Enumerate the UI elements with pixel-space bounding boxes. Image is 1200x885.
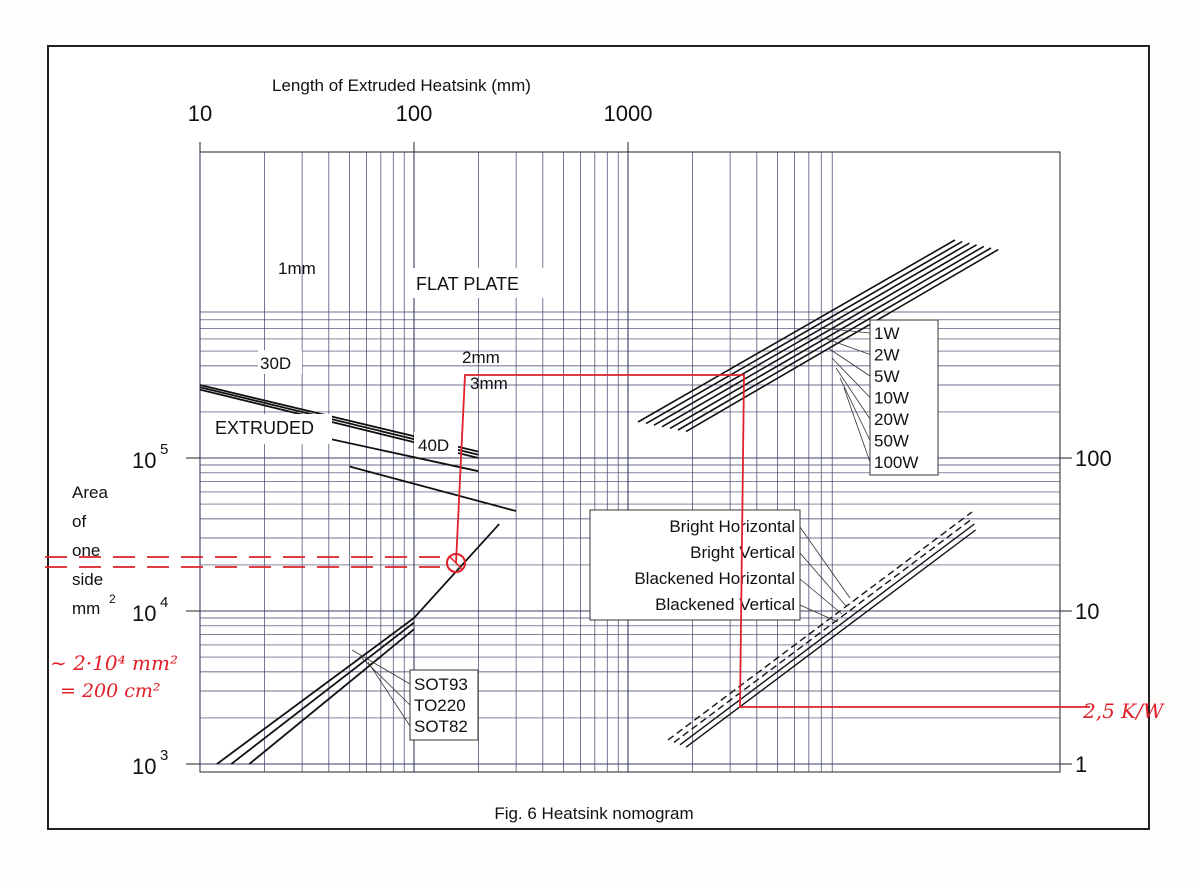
series-label: 1mm (278, 259, 316, 278)
power-line (653, 242, 970, 426)
leader-line (819, 327, 871, 334)
left-axis-label-line: side (72, 570, 103, 589)
region-label-extruded: EXTRUDED (215, 418, 314, 438)
power-line (637, 239, 956, 423)
area-reading: ∼ 2·10⁴ mm² (50, 651, 178, 675)
power-label: 5W (874, 367, 900, 386)
finish-label: Blackened Horizontal (634, 569, 795, 588)
power-line (661, 244, 978, 428)
package-label: SOT82 (414, 717, 468, 736)
package-label-box (409, 669, 479, 741)
left-axis-label-line: Area (72, 483, 108, 502)
package-label: TO220 (414, 696, 466, 715)
red-construction-line (455, 374, 1090, 708)
top-axis-label: Length of Extruded Heatsink (mm) (272, 76, 531, 95)
finish-label-box (589, 509, 801, 621)
label-backdrop (414, 432, 458, 456)
top-axis-tick-label: 100 (396, 101, 433, 126)
finish-label: Blackened Vertical (655, 595, 795, 614)
left-axis-tick-base: 10 (132, 601, 156, 626)
labels-layer: Length of Extruded Heatsink (mm) 10 100 100… (72, 76, 1112, 823)
leader-line (823, 337, 871, 355)
left-axis-tick-exp: 4 (160, 594, 168, 611)
top-axis-tick-label: 1000 (604, 101, 653, 126)
left-axis-tick-exp: 5 (160, 441, 168, 458)
package-line-SOT82 (248, 628, 415, 765)
label-backdrop (208, 414, 332, 444)
top-axis-tick-label: 10 (188, 101, 212, 126)
power-label: 50W (874, 432, 909, 451)
finish-line (685, 529, 977, 748)
package-line-SOT93 (216, 523, 500, 765)
power-label: 10W (874, 389, 909, 408)
leader-line (799, 604, 839, 623)
annotation-layer: ∼ 2·10⁴ mm² = 200 cm² 2,5 K/W (45, 374, 1165, 723)
finish-line (667, 511, 973, 741)
power-line (677, 247, 992, 431)
right-axis-tick-label: 100 (1075, 446, 1112, 471)
extruded-line-40D (349, 465, 517, 512)
leader-line (799, 526, 851, 599)
power-line (645, 240, 963, 425)
red-circle (446, 553, 466, 573)
leader-line (839, 377, 871, 441)
package-label: SOT93 (414, 675, 468, 694)
result-reading: 2,5 K/W (1082, 699, 1165, 723)
left-axis-tick-base: 10 (132, 754, 156, 779)
figure-caption: Fig. 6 Heatsink nomogram (494, 804, 693, 823)
power-label: 1W (874, 324, 900, 343)
leader-line (843, 387, 871, 463)
left-axis-label-unit: mm (72, 599, 100, 618)
power-line (685, 248, 999, 433)
power-label-box (869, 319, 939, 476)
leader-line (359, 655, 411, 706)
power-label: 20W (874, 410, 909, 429)
series-layer (199, 239, 999, 765)
series-label: 2mm (462, 348, 500, 367)
leader-line (835, 367, 871, 420)
region-label-flat-plate: FLAT PLATE (416, 274, 519, 294)
leader-line (351, 649, 411, 685)
power-label: 2W (874, 346, 900, 365)
label-backdrop (405, 268, 545, 298)
right-axis-tick-label: 1 (1075, 752, 1087, 777)
series-label: 40D (418, 436, 449, 455)
power-line (669, 245, 985, 430)
label-backdrop (258, 350, 302, 374)
leader-line (827, 347, 871, 377)
left-axis-tick-exp: 3 (160, 747, 168, 764)
leader-line (799, 552, 847, 607)
package-line-TO220 (230, 621, 415, 765)
left-axis-tick-base: 10 (132, 448, 156, 473)
power-label: 100W (874, 453, 918, 472)
left-axis-label-line: of (72, 512, 86, 531)
finish-line (679, 523, 975, 746)
series-label: 3mm (470, 374, 508, 393)
right-axis-tick-label: 10 (1075, 599, 1099, 624)
finish-label: Bright Horizontal (669, 517, 795, 536)
left-axis-label-exp: 2 (109, 592, 116, 606)
red-cross (448, 555, 464, 571)
leader-line (799, 578, 843, 615)
finish-line (673, 517, 974, 743)
left-axis-label-line: one (72, 541, 100, 560)
leader-line (367, 661, 411, 727)
series-label: 30D (260, 354, 291, 373)
area-reading: = 200 cm² (60, 680, 161, 702)
leader-line (831, 357, 871, 398)
